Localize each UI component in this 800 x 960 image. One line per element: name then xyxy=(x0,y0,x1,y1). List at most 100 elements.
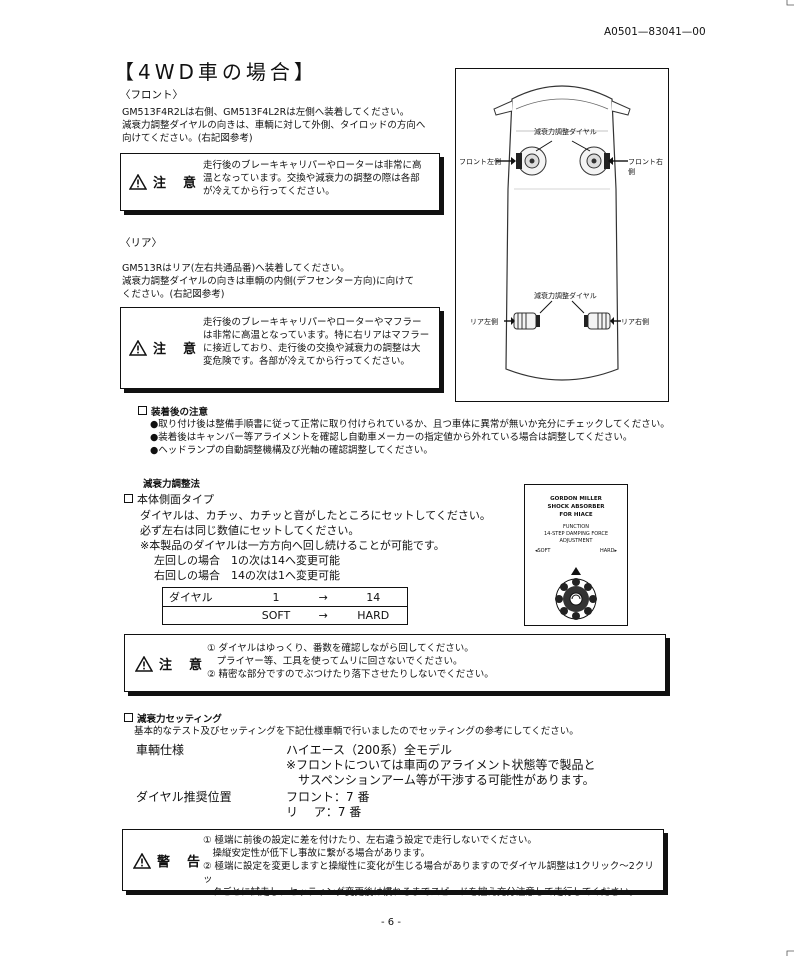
text-line: 減衰力調整ダイヤルの向きは、車輌に対して外側、タイロッドの方向へ xyxy=(122,120,426,131)
vehicle-spec-value: ハイエース（200系）全モデル xyxy=(286,743,452,757)
warning-label: 警 告 xyxy=(133,851,202,870)
caution-text: 注 意 xyxy=(153,176,199,191)
damping-instructions: ダイヤルは、カチッ、カチッと音がしたところにセットしてください。 必ず左右は同じ… xyxy=(140,508,491,538)
checkbox-icon xyxy=(138,406,147,415)
warning-triangle-icon xyxy=(129,339,147,356)
caution-label: 注 意 xyxy=(129,338,198,357)
text-line: プライヤー等、工具を使ってムリに回さないでください。 xyxy=(207,656,463,667)
table-cell: ダイヤル xyxy=(162,587,245,607)
table-cell: 14 xyxy=(339,587,409,607)
label-line: FUNCTION xyxy=(563,524,589,530)
front-caution-box: 注 意 走行後のブレーキキャリパーやローターは非常に高 温となっています。交換や… xyxy=(120,153,440,211)
caution-body: ① ダイヤルはゆっくり、番数を確認しながら回してください。 プライヤー等、工具を… xyxy=(207,642,657,681)
damping-heading: 減衰力調整法 xyxy=(143,479,201,490)
vehicle-diagram-frame: 減衰力調整ダイヤル フロント左側 フロント右側 減衰力調整ダイヤル リア左側 リ… xyxy=(455,68,669,402)
vehicle-note-line: ※フロントについては車両のアライメント状態等で製品と xyxy=(286,758,596,772)
table-row: SOFT → HARD xyxy=(162,606,409,625)
text-line: ① 極端に前後の設定に差を付けたり、左右違う設定で走行しないでください。 xyxy=(203,835,537,846)
text-line: 走行後のブレーキキャリパーやローターやマフラー xyxy=(203,317,422,328)
text-line: ダイヤルは、カチッ、カチッと音がしたところにセットしてください。 xyxy=(140,509,491,522)
text-line: 走行後のブレーキキャリパーやローターは非常に高 xyxy=(203,160,422,171)
dial-recommend-front: フロント：7 番 xyxy=(286,790,370,804)
text-line: 必ず左右は同じ数値にセットしてください。 xyxy=(140,524,360,537)
text-line: ※本製品のダイヤルは一方方向へ回し続けることが可能です。 xyxy=(140,539,445,552)
setting-intro: 基本的なテスト及びセッティングを下記仕様車輌で行いましたのでセッティングの参考に… xyxy=(134,726,579,737)
warning-body: ① 極端に前後の設定に差を付けたり、左右違う設定で走行しないでください。 操縦安… xyxy=(203,834,659,899)
rear-instructions: GM513Rはリア(左右共通品番)へ装着してください。 減衰力調整ダイヤルの向き… xyxy=(122,262,414,301)
front-heading: 〈フロント〉 xyxy=(120,89,183,101)
dial-caution-box: 注 意 ① ダイヤルはゆっくり、番数を確認しながら回してください。 プライヤー等… xyxy=(124,634,666,692)
after-install-bullets: ●取り付け後は整備手順書に従って正常に取り付けられているか、且つ車体に異常が無い… xyxy=(150,418,670,457)
hard-label: HARD▸ xyxy=(599,548,617,554)
text-line: 減衰力調整ダイヤルの向きは車輌の内側(デフセンター方向)に向けて xyxy=(122,276,415,287)
damping-subheading: 本体側面タイプ xyxy=(124,491,214,507)
table-cell: 1 xyxy=(245,587,307,607)
page-title: 【4WD車の場合】 xyxy=(114,60,318,84)
front-dial-label: 減衰力調整ダイヤル xyxy=(534,128,597,136)
dial-recommend-rear: リ ア：7 番 xyxy=(286,805,362,819)
dial-table: ダイヤル 1 → 14 SOFT → HARD xyxy=(162,587,409,625)
label-line: ADJUSTMENT xyxy=(559,538,593,544)
warning-text: 警 告 xyxy=(157,855,203,870)
label-brand: GORDON MILLER SHOCK ABSORBER FOR HIACE xyxy=(525,495,627,519)
text-line: GM513Rはリア(左右共通品番)へ装着してください。 xyxy=(122,263,350,274)
warning-triangle-icon xyxy=(135,655,153,672)
subheading-text: 本体側面タイプ xyxy=(137,493,214,506)
front-instructions: GM513F4R2Lは右側、GM513F4L2Rは左側へ装着してください。 減衰… xyxy=(122,106,425,145)
caution-body: 走行後のブレーキキャリパーやローターは非常に高 温となっています。交換や減衰力の… xyxy=(203,159,435,198)
text-line: 左回しの場合 1の次は14へ変更可能 xyxy=(154,554,340,567)
caution-label: 注 意 xyxy=(135,654,204,673)
label-line: 14-STEP DAMPING FORCE xyxy=(543,531,609,537)
table-cell: SOFT xyxy=(245,606,307,625)
text-line: 操縦安定性が低下し事故に繋がる場合があります。 xyxy=(203,848,431,859)
rear-caution-box: 注 意 走行後のブレーキキャリパーやローターやマフラー は非常に高温となっていま… xyxy=(120,307,440,389)
table-cell: → xyxy=(307,606,340,625)
product-label-card: GORDON MILLER SHOCK ABSORBER FOR HIACE F… xyxy=(524,484,628,626)
crop-mark-top xyxy=(786,0,794,6)
text-line: 変危険です。各部が冷えてから行ってください。 xyxy=(203,356,410,367)
rear-right-label: リア右側 xyxy=(621,318,649,326)
label-line: GORDON MILLER xyxy=(550,496,602,502)
table-cell: → xyxy=(307,587,340,607)
bullet-item: ●ヘッドランプの自動調整機構及び光軸の確認調整してください。 xyxy=(150,445,433,456)
checkbox-icon xyxy=(124,494,133,503)
text-line: は非常に高温となっています。特に右リアはマフラー xyxy=(203,330,430,341)
text-line: 温となっています。交換や減衰力の調整の際は各部 xyxy=(203,173,420,184)
table-row: ダイヤル 1 → 14 xyxy=(162,587,409,607)
table-cell: HARD xyxy=(339,606,409,625)
caution-label: 注 意 xyxy=(129,172,198,191)
bullet-item: ●装着後はキャンバー等アライメントを確認し自動車メーカーの指定値から外れている場… xyxy=(150,432,633,443)
table-cell xyxy=(162,606,245,625)
rear-left-label: リア左側 xyxy=(470,318,498,326)
caution-body: 走行後のブレーキキャリパーやローターやマフラー は非常に高温となっています。特に… xyxy=(203,316,435,368)
heading-text: 減衰力セッティング xyxy=(137,714,222,725)
warning-triangle-icon xyxy=(133,852,151,869)
damping-note: ※本製品のダイヤルは一方方向へ回し続けることが可能です。 左回しの場合 1の次は… xyxy=(140,538,445,583)
vehicle-spec-label: 車輌仕様 xyxy=(136,743,185,757)
front-right-label: フロント右側 xyxy=(628,158,663,176)
rear-heading: 〈リア〉 xyxy=(120,237,162,249)
text-line: ① ダイヤルはゆっくり、番数を確認しながら回してください。 xyxy=(207,643,474,654)
text-line: ② 極端に設定を変更しますと操縦性に変化が生じる場合がありますのでダイヤル調整は… xyxy=(203,861,654,885)
dial-knob-icon xyxy=(555,567,597,620)
page-number: - 6 - xyxy=(381,917,401,928)
rear-dial-label: 減衰力調整ダイヤル xyxy=(534,292,597,300)
label-function: FUNCTION 14-STEP DAMPING FORCE ADJUSTMEN… xyxy=(525,524,627,545)
text-line: ください。(右記図参考) xyxy=(122,289,225,300)
heading-text: 装着後の注意 xyxy=(151,407,209,418)
caution-text: 注 意 xyxy=(159,658,205,673)
text-line: クごとに試走し、セッティング変更後は慣れるまでスピードを控え充分注意して走行して… xyxy=(203,887,639,898)
text-line: が冷えてから行ってください。 xyxy=(203,186,335,197)
label-line: SHOCK ABSORBER xyxy=(547,504,605,510)
vehicle-note-line: サスペンションアーム等が干渉する可能性があります。 xyxy=(298,773,595,787)
label-line: FOR HIACE xyxy=(559,512,593,518)
soft-label: ◂SOFT xyxy=(535,548,551,554)
warning-triangle-icon xyxy=(129,173,147,190)
bullet-item: ●取り付け後は整備手順書に従って正常に取り付けられているか、且つ車体に異常が無い… xyxy=(150,419,670,430)
warning-box: 警 告 ① 極端に前後の設定に差を付けたり、左右違う設定で走行しないでください。… xyxy=(122,829,664,898)
text-line: に接近しており、走行後の交換や減衰力の調整は大 xyxy=(203,343,421,354)
text-line: 向けてください。(右記図参考) xyxy=(122,133,253,144)
text-line: 右回しの場合 14の次は1へ変更可能 xyxy=(154,569,340,582)
front-left-label: フロント左側 xyxy=(459,158,501,166)
vehicle-diagram xyxy=(493,85,631,381)
